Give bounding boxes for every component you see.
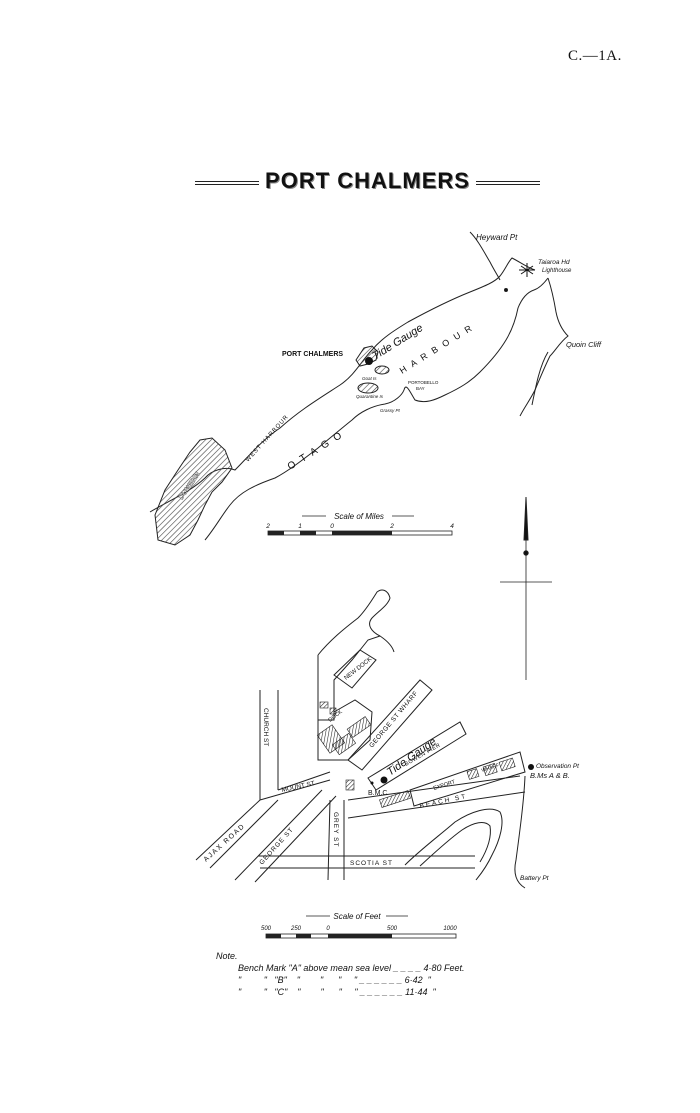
miles-tick-3: 2 [389, 523, 394, 530]
feet-tick-0: 500 [261, 926, 272, 932]
peninsula-coast [519, 277, 569, 417]
mount-street [259, 771, 331, 801]
goat-island [374, 365, 390, 375]
page-title: PORT CHALMERS [259, 168, 476, 193]
title-rule-right [470, 181, 540, 185]
feet-tick-2: 0 [326, 926, 330, 932]
south-coastline [204, 277, 549, 541]
feet-scale-title: Scale of Feet [333, 912, 381, 921]
title-rule-left [195, 181, 265, 185]
feet-tick-3: 500 [387, 926, 398, 932]
grassy-point-label: Grassy Pt [380, 408, 401, 413]
export-wharf [409, 751, 526, 807]
heyward-point-label: Heyward Pt [476, 233, 518, 242]
otago-label: O T A G O [286, 429, 346, 472]
harbour-islet [504, 288, 508, 292]
scotia-street [258, 855, 475, 869]
note-row-b-label: " " "B" " " " " [238, 975, 358, 985]
new-dock-basin [333, 649, 377, 689]
note-row-c-value: 11·44 " [405, 987, 436, 997]
quoin-cliff-label: Quoin Cliff [566, 340, 602, 349]
map-title-block: PORT CHALMERS [195, 168, 540, 198]
grey-street [327, 799, 345, 881]
plan-shoreline-south [514, 775, 526, 889]
quarantine-label: Quarantine Is [356, 394, 384, 399]
miles-tick-4: 4 [450, 523, 454, 530]
bmc-marker [370, 781, 374, 785]
george-wharf-label: GEORGE ST WHARF [368, 690, 419, 749]
lighthouse-icon [519, 263, 535, 277]
observation-point-marker [528, 764, 534, 770]
bench-marks-label: B.Ms A & B. [530, 771, 570, 780]
ajax-road-label: AJAX ROAD [203, 823, 247, 864]
observation-point-label: Observation Pt [536, 763, 580, 770]
bmc-label: B.M.C [368, 790, 387, 797]
beach-street [347, 775, 526, 819]
dunedin-area [154, 437, 233, 546]
bay-label: BAY [416, 386, 425, 391]
feet-tick-4: 1000 [443, 926, 457, 932]
george-st-label: GEORGE ST [258, 826, 295, 866]
note-heading: Note. [216, 951, 238, 961]
plan-buildings [316, 701, 516, 808]
town-plan [195, 589, 526, 889]
miles-tick-1: 1 [298, 523, 302, 530]
miles-tick-2: 0 [330, 523, 334, 530]
scale-of-feet: Scale of Feet 500 250 0 500 1000 [261, 912, 457, 939]
plan-shoreline-north [317, 589, 395, 656]
north-arrow [500, 496, 552, 680]
taiaroa-head-label: Taiaroa Hd [538, 259, 570, 266]
plan-tide-gauge-label: Tide Gauge [385, 736, 439, 779]
note-row-c: " " "C" " " " " _ _ _ _ _ _ 11·44 " [238, 987, 436, 997]
church-street [259, 690, 279, 800]
outer-coast-north [469, 231, 501, 281]
scotia-st-label: SCOTIA ST [350, 860, 393, 867]
grey-st-label: GREY ST [332, 812, 339, 847]
bench-mark-note: Note. Bench Mark "A" above mean sea leve… [216, 950, 465, 998]
miles-tick-0: 2 [265, 523, 270, 530]
miles-scale-title: Scale of Miles [334, 512, 384, 521]
bowen-pier [367, 721, 467, 791]
battery-point-label: Battery Pt [520, 875, 550, 882]
page-reference: C.—1A. [568, 48, 622, 64]
quarantine-island [357, 382, 379, 394]
note-row-c-label: " " "C" " " " " [238, 987, 358, 997]
plan-labels: NEW DOCK DOCK GEORGE ST WHARF BOWEN PIER… [203, 657, 581, 882]
west-harbour-label: WEST HARBOUR [245, 414, 290, 463]
east-outer-coast [531, 351, 549, 406]
mount-st-label: MOUNT ST [281, 780, 316, 794]
plan-markers [370, 764, 534, 785]
dock-outline [317, 699, 373, 761]
note-row-b: " " "B" " " " " _ _ _ _ _ _ 6·42 " [238, 975, 431, 985]
ajax-road [195, 799, 279, 869]
church-st-label: CHURCH ST [262, 708, 269, 746]
goat-island-label: Goat Is [362, 376, 377, 381]
feet-tick-1: 250 [290, 926, 302, 932]
plan-tide-gauge-marker [380, 776, 388, 784]
port-chalmers-label: PORT CHALMERS [282, 351, 343, 358]
inlet-outline [404, 808, 503, 881]
overview-labels: Heyward Pt Taiaroa Hd Lighthouse Quoin C… [178, 233, 602, 501]
note-row-a: Bench Mark "A" above mean sea level _ _ … [238, 963, 465, 973]
portobello-label: PORTOBELLO [408, 380, 439, 385]
note-row-b-value: 6·42 " [404, 975, 431, 985]
note-row-a-label: Bench Mark "A" above mean sea level [238, 963, 391, 973]
scale-of-miles: Scale of Miles 2 1 0 2 4 [265, 512, 454, 536]
lighthouse-label: Lighthouse [542, 268, 572, 274]
overview-tide-gauge-marker [365, 357, 373, 365]
inlet-inner [419, 822, 491, 867]
note-row-a-value: 4·80 Feet. [423, 963, 465, 973]
george-st-wharf [347, 679, 433, 771]
wharf-label: WHARF [481, 763, 500, 774]
overview-map [149, 231, 569, 546]
